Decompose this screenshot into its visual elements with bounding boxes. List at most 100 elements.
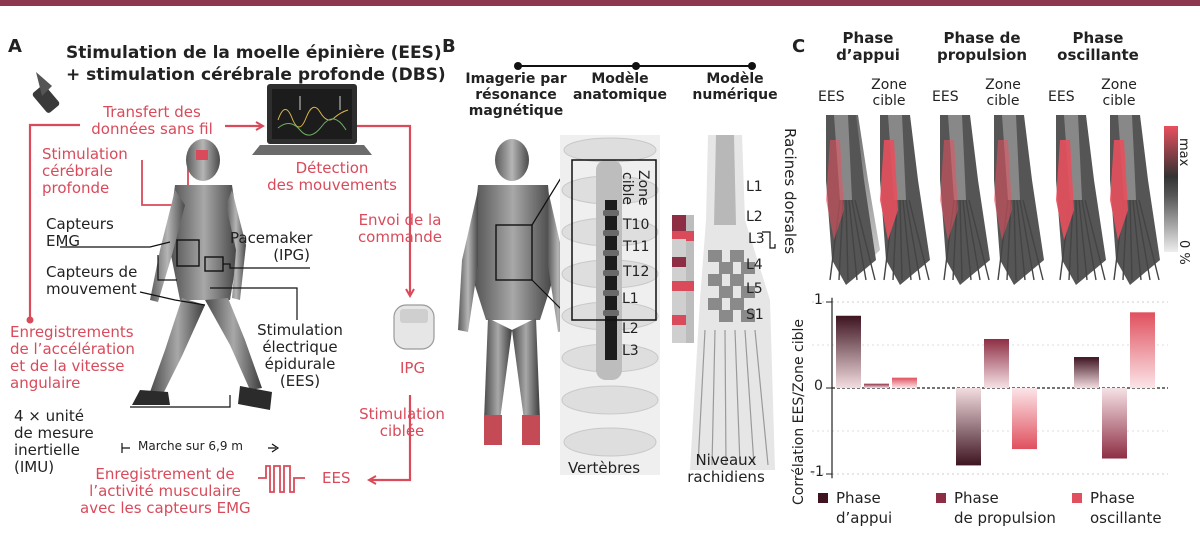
root-fiber-3-4 [1019, 199, 1035, 281]
feedback-arrow-left [28, 123, 80, 320]
legend-label-line1-0: Phase [836, 489, 881, 507]
laptop-icon [252, 84, 372, 155]
panel-b-letter: B [442, 36, 456, 57]
pacemaker-label: Pacemaker(IPG) [230, 229, 313, 264]
root-fiber-2-4 [965, 199, 981, 281]
target-zone-label-b: Zone [635, 170, 651, 206]
root-fiber-5-5 [1138, 199, 1160, 281]
vertebrae-label: Vertèbres [568, 459, 641, 477]
legend-swatch-0 [818, 493, 828, 503]
top-accent-bar [0, 0, 1200, 6]
root-fiber-0-2 [845, 199, 849, 281]
bar-2-2 [1130, 312, 1155, 388]
root-fiber-3-5 [1022, 199, 1044, 281]
chart-ylabel: Corrélation EES/Zone cible [791, 318, 807, 505]
target-zone-column [672, 215, 694, 343]
bar-1-0 [956, 388, 981, 466]
root-fiber-4-3 [1078, 199, 1088, 281]
root-fiber-0-5 [854, 199, 876, 281]
panel-c-letter: C [792, 36, 806, 57]
spinal-level-label-l3: L3 [748, 231, 765, 247]
legend-swatch-1 [936, 493, 946, 503]
root-fiber-0-3 [848, 199, 858, 281]
ipg-device-icon [393, 304, 435, 350]
ees-column-label-1: EES [932, 89, 959, 105]
root-activation-4 [1056, 140, 1074, 240]
spine-anatomical-model [560, 135, 660, 475]
ees-column-label-0: EES [818, 89, 845, 105]
spinal-level-label-s1: S1 [746, 307, 764, 323]
bar-2-0 [1074, 357, 1099, 388]
root-fiber-2-5 [968, 199, 990, 281]
root-fiber-2-3 [962, 199, 972, 281]
ees-label: EES [322, 469, 351, 487]
spinal-numerical-model [690, 135, 775, 470]
target-zone-label-b2: cible [619, 172, 635, 205]
spinal-level-label-l4: L4 [746, 257, 763, 273]
root-fiber-0-4 [851, 199, 867, 281]
root-fiber-5-2 [1129, 199, 1133, 281]
spinal-level-label-l5: L5 [746, 281, 763, 297]
root-activation-5 [1110, 140, 1128, 240]
panel-a-letter: A [8, 36, 22, 57]
root-fiber-2-2 [959, 199, 963, 281]
bar-1-2 [1012, 388, 1037, 450]
flashlight-icon [32, 72, 60, 113]
vertebra-label-t11: T11 [623, 239, 650, 255]
walk-distance-label: Marche sur 6,9 m [138, 439, 243, 453]
y-tick-label-0: 1 [814, 292, 823, 308]
root-activation-1 [880, 140, 898, 240]
root-fiber-4-5 [1084, 199, 1106, 281]
root-fiber-4-2 [1075, 199, 1079, 281]
root-activation-2 [940, 140, 958, 240]
vertebra-label-l1: L1 [622, 291, 639, 307]
colorbar-min-label: 0 % [1176, 240, 1191, 265]
root-fiber-1-3 [902, 199, 912, 281]
root-fiber-1-5 [908, 199, 930, 281]
colorbar-max-label: max [1176, 138, 1191, 167]
bar-2-1 [1102, 388, 1127, 459]
root-fiber-1-2 [899, 199, 903, 281]
legend-label-line2-0: d’appui [836, 509, 893, 527]
bar-0-2 [892, 377, 917, 388]
legend-label-line1-1: Phase [954, 489, 999, 507]
root-fiber-3-3 [1016, 199, 1026, 281]
vertebra-label-t10: T10 [623, 217, 650, 233]
panel-a-title-line1: Stimulation de la moelle épinière (EES) [66, 43, 442, 63]
bar-0-1 [864, 383, 889, 388]
spinal-level-label-l1: L1 [746, 179, 763, 195]
bar-0-0 [836, 315, 861, 388]
y-tick-label-1: 0 [814, 378, 823, 394]
targeted-arrow [370, 395, 412, 480]
vertebra-label-t12: T12 [623, 264, 650, 280]
spinal-level-label-l2: L2 [746, 209, 763, 225]
vertebra-label-l2: L2 [622, 321, 639, 337]
vertebra-label-l3: L3 [622, 343, 639, 359]
colorbar [1164, 126, 1178, 252]
root-fiber-5-4 [1135, 199, 1151, 281]
bar-1-1 [984, 338, 1009, 388]
y-tick-label-2: -1 [810, 464, 824, 480]
command-arrow [355, 124, 410, 295]
legend-label-line2-2: oscillante [1090, 509, 1162, 527]
root-fiber-3-2 [1013, 199, 1017, 281]
legend-label-line2-1: de propulsion [954, 509, 1056, 527]
root-activation-0 [826, 140, 844, 240]
